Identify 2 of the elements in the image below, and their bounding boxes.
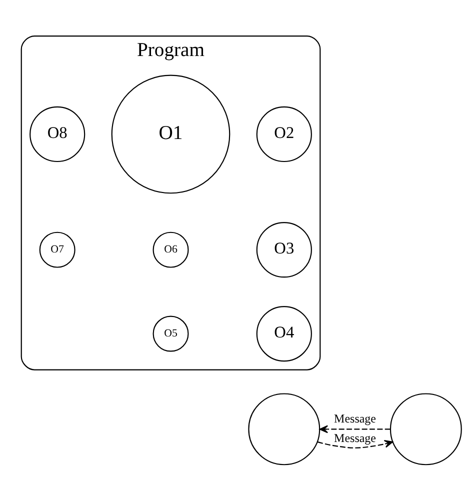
- edge-label: Message: [334, 411, 376, 426]
- edge-label: Message: [334, 431, 376, 446]
